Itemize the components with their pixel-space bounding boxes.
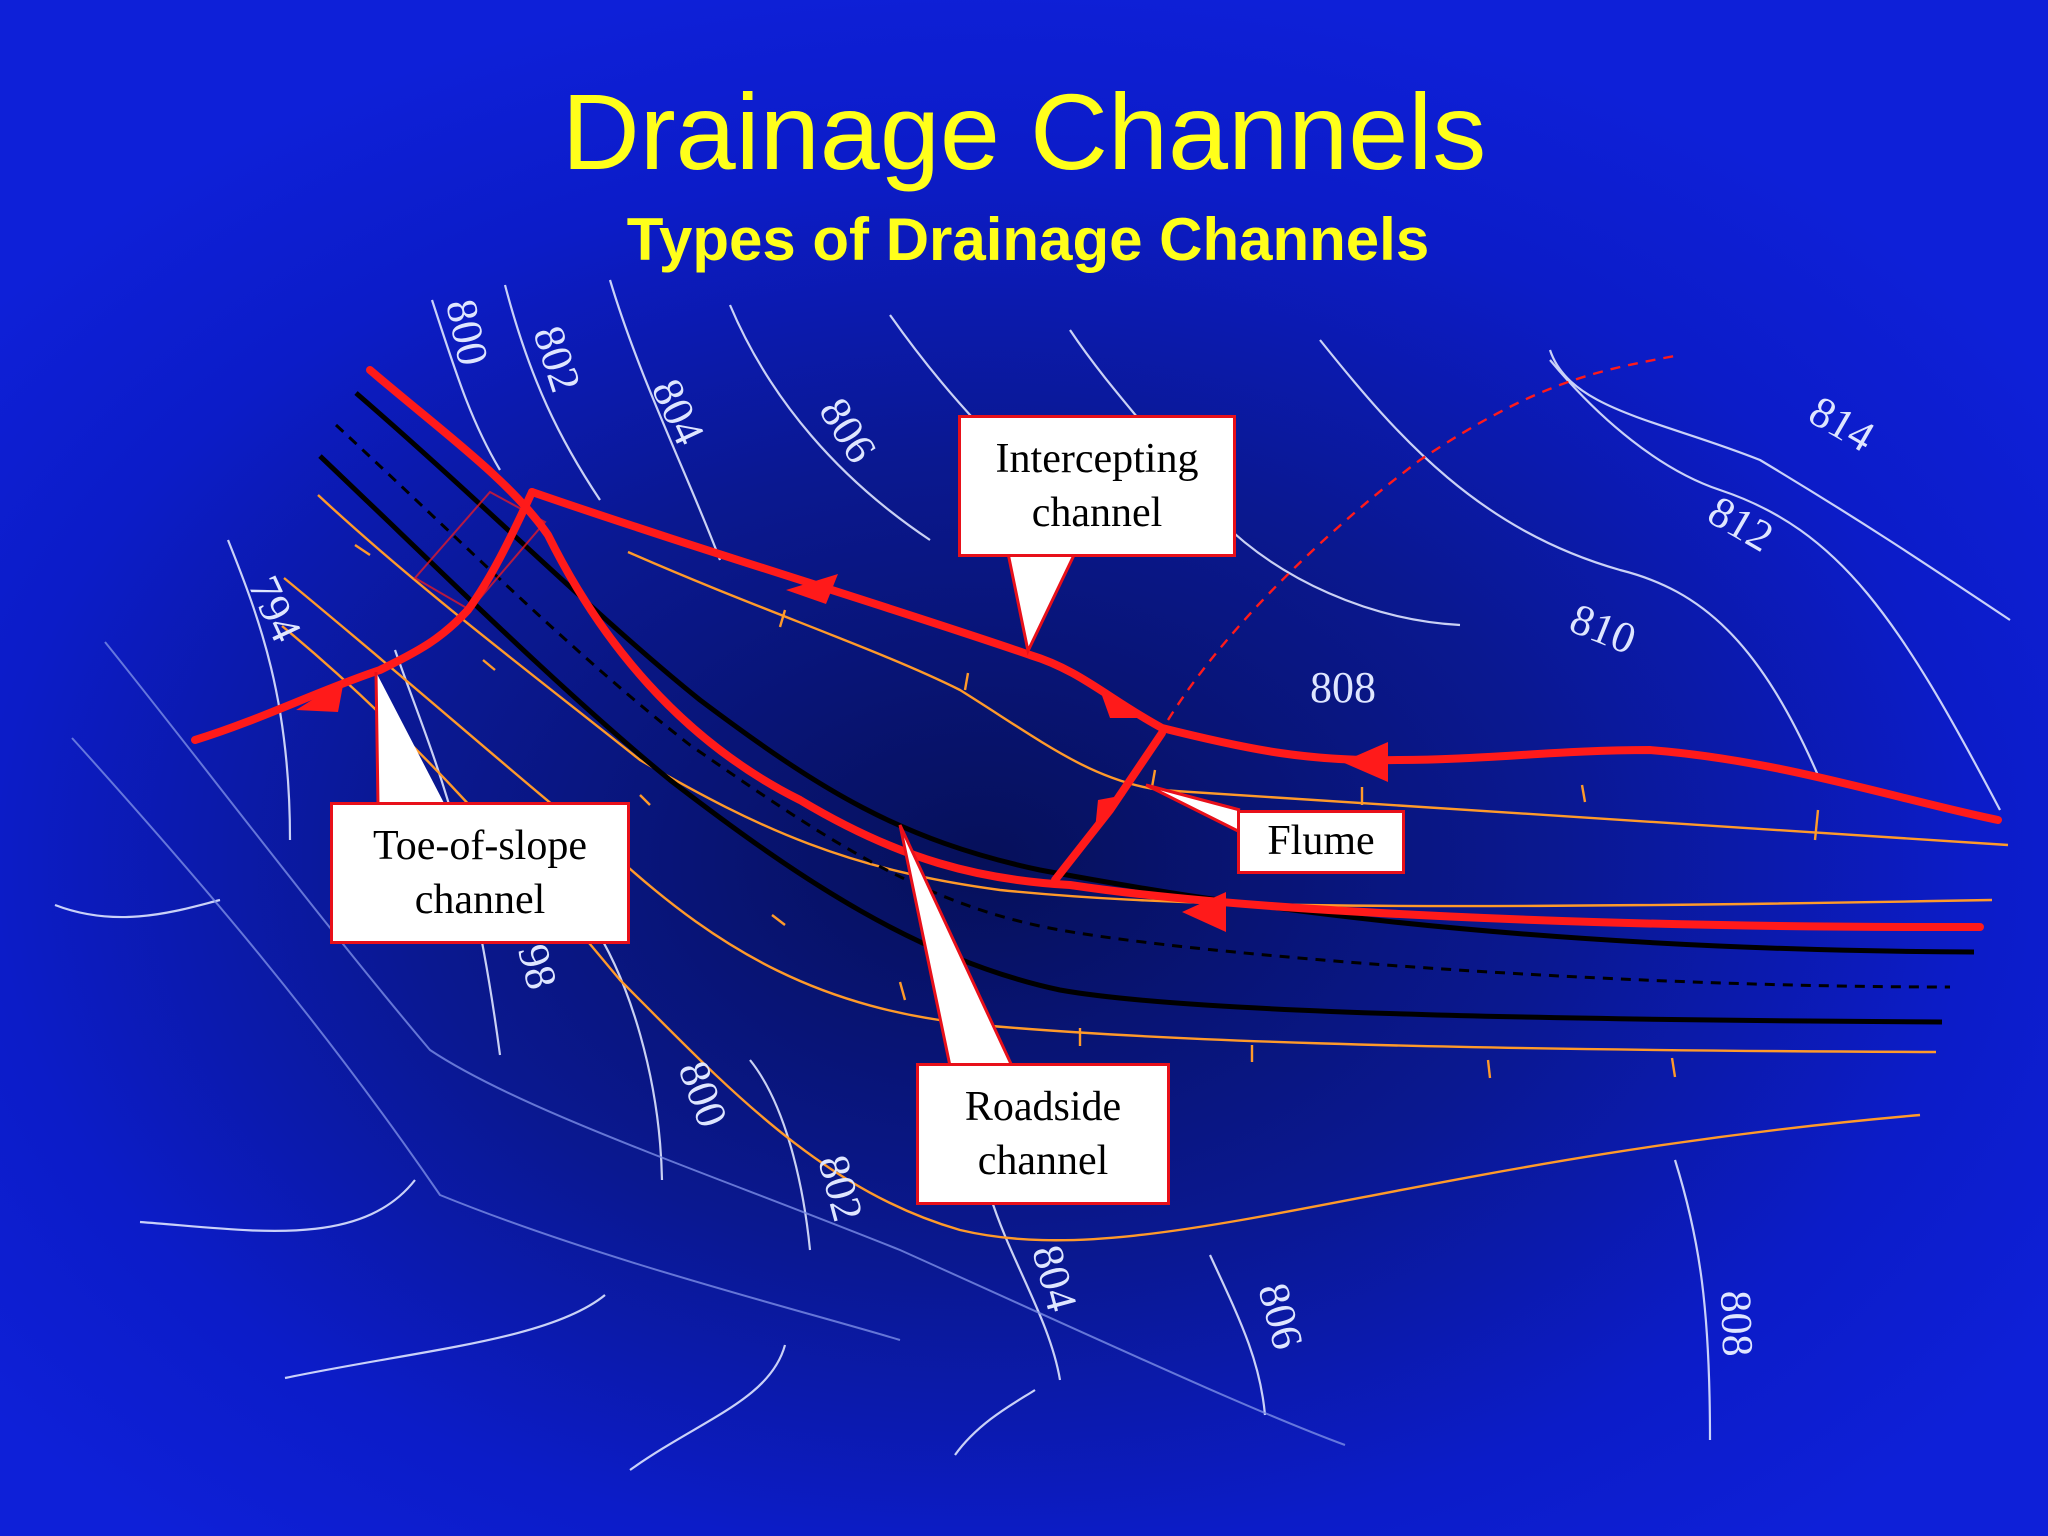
contour-line-lower-2 (284, 1294, 606, 1380)
slide-subtitle: Types of Drainage Channels (626, 206, 1430, 273)
roadside-channel (366, 366, 1984, 932)
contour-line-802 (503, 284, 601, 501)
slope-line-top (627, 550, 2009, 847)
contour-label-800-bottom: 800 (669, 1055, 738, 1134)
contour-label-814: 814 (1801, 386, 1883, 461)
pointer-roadside (898, 824, 1014, 1067)
contour-line-796 (54, 898, 221, 919)
contour-label-794: 794 (239, 569, 311, 650)
slope-line-upper-road (317, 494, 1993, 908)
pointer-intercepting (1006, 552, 1077, 656)
contour-label-806-bottom: 806 (1248, 1278, 1312, 1354)
contour-line-800 (430, 299, 501, 471)
callout-flume: Flume (1237, 810, 1405, 874)
contour-label-806-top: 806 (810, 389, 887, 471)
slide-title: Drainage Channels (561, 71, 1487, 192)
callout-toe-of-slope-channel: Toe-of-slope channel (330, 802, 630, 944)
callout-flume-label: Flume (1267, 818, 1375, 864)
callout-roadside-channel: Roadside channel (916, 1063, 1170, 1205)
contour-line-808b (1673, 1159, 1712, 1441)
arrow-toe (296, 680, 344, 712)
contour-label-804-bottom: 804 (1022, 1240, 1086, 1316)
arrow-intercepting-down (1100, 690, 1142, 718)
contour-line-804b (988, 1194, 1062, 1381)
road-edge-upper (354, 391, 1975, 955)
contour-line-lower-1 (139, 1179, 416, 1232)
arrow-roadside (1182, 892, 1226, 932)
contour-line-806b2 (1209, 1254, 1267, 1416)
callout-intercepting-line-2: channel (1031, 490, 1163, 536)
toe-of-slope-channel (191, 488, 536, 744)
callout-intercepting-channel: Intercepting channel (958, 415, 1236, 557)
callout-roadside-line-2: channel (977, 1138, 1109, 1184)
contour-line-810 (1319, 339, 1822, 781)
boundary-line-upper (104, 641, 1346, 1446)
contour-label-808-bottom: 808 (1711, 1290, 1762, 1358)
slope-line-lower-road (283, 577, 1937, 1054)
contour-label-800-top: 800 (436, 295, 498, 370)
callout-intercepting-line-1: Intercepting (995, 436, 1199, 482)
contour-line-lower-3 (629, 1344, 787, 1471)
callout-roadside-line-1: Roadside (964, 1084, 1122, 1130)
contour-line-814 (1548, 349, 2011, 621)
contour-line-806 (728, 304, 931, 541)
callout-toe-line-2: channel (414, 877, 546, 923)
contour-label-808-right: 808 (1310, 663, 1376, 712)
flow-arrows (296, 574, 1388, 932)
arrow-flume (1095, 795, 1125, 830)
callout-toe-line-1: Toe-of-slope (373, 823, 587, 869)
slope-ticks (354, 544, 1820, 1079)
channels (191, 366, 2002, 932)
boundary-lines (71, 641, 1346, 1446)
boundary-line-lower (71, 737, 901, 1341)
contour-line-lower-4 (954, 1389, 1036, 1456)
contour-label-802-top: 802 (523, 320, 590, 398)
contour-label-802-bottom: 802 (808, 1150, 872, 1226)
intercepting-channel (528, 488, 2002, 824)
contour-line-802b (749, 1059, 812, 1251)
contour-label-812: 812 (1700, 486, 1782, 561)
flume-dashed-path (1166, 353, 1681, 721)
contour-line-794 (226, 539, 292, 841)
arrow-intercepting-left (786, 574, 838, 604)
contour-line-812 (1549, 359, 2001, 811)
callout-pointers (374, 552, 1241, 1067)
contour-line-804 (608, 279, 722, 561)
contour-line-800b (589, 919, 664, 1181)
road-centerline (334, 423, 1951, 989)
contour-label-810: 810 (1563, 594, 1643, 664)
arrow-intercepting-right (1342, 742, 1388, 782)
pointer-flume (1145, 783, 1241, 834)
contour-label-804-top: 804 (642, 372, 714, 453)
